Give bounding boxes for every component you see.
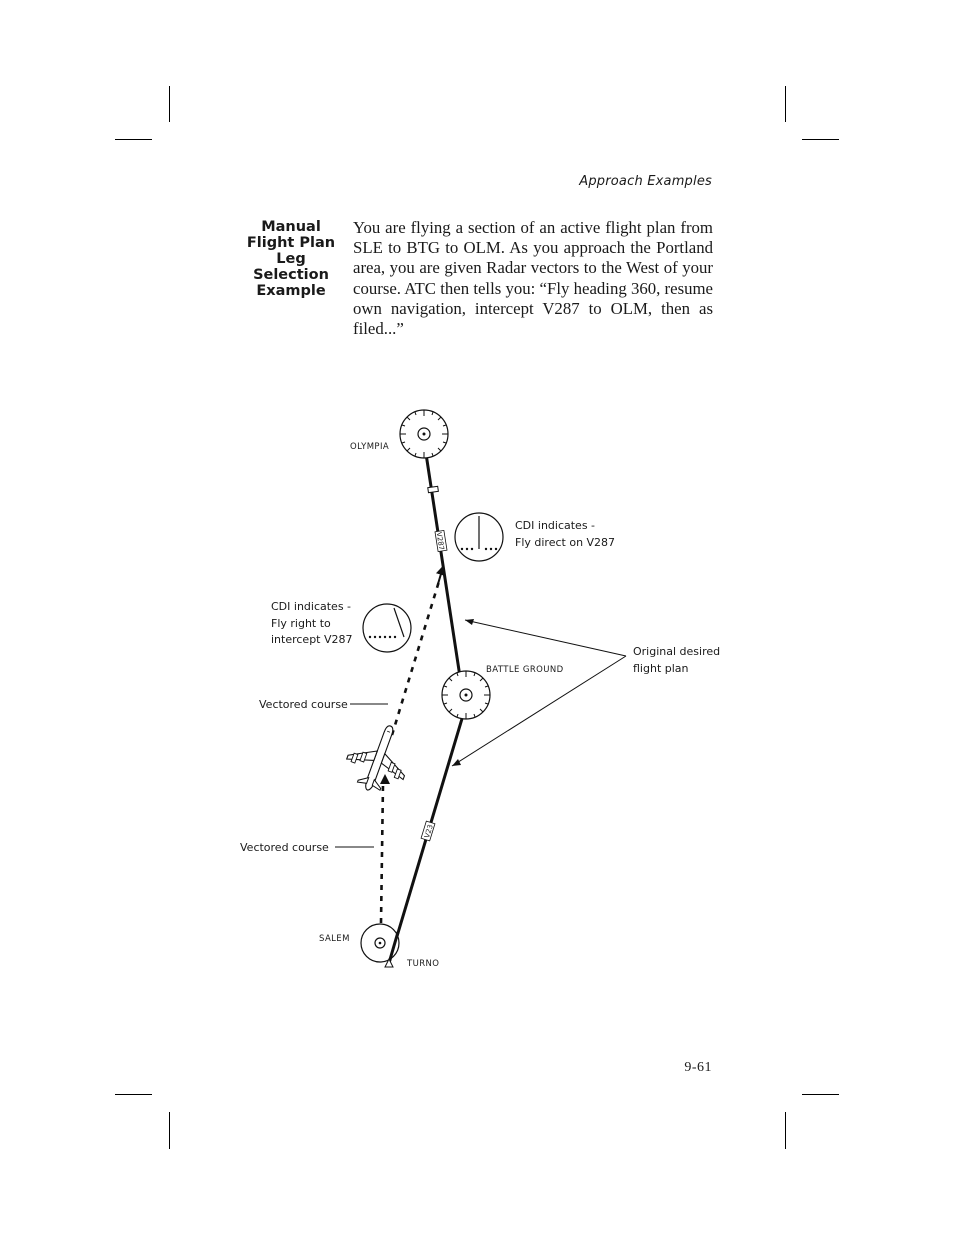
page-number: 9-61 bbox=[684, 1060, 712, 1075]
vectored-course-label: Vectored course bbox=[259, 698, 348, 711]
waypoint-label-olympia: OLYMPIA bbox=[350, 442, 389, 452]
cdi-centered-icon bbox=[454, 512, 504, 562]
section-heading-line: Example bbox=[256, 283, 326, 299]
cdi-direct-caption: CDI indicates - bbox=[515, 519, 595, 532]
section-heading-line: Manual bbox=[261, 219, 321, 235]
waypoint-label-battle-ground: BATTLE GROUND bbox=[486, 665, 564, 675]
cdi-right-caption: CDI indicates - bbox=[271, 600, 351, 613]
cdi-direct-caption: Fly direct on V287 bbox=[515, 536, 615, 549]
cdi-right-caption: intercept V287 bbox=[271, 633, 353, 646]
airway-label-v287: V287 bbox=[434, 529, 448, 553]
crop-mark bbox=[169, 1112, 170, 1149]
vectored-course-path bbox=[379, 565, 446, 924]
callout-arrowhead bbox=[452, 759, 461, 766]
callout-arrowhead bbox=[465, 619, 474, 625]
cdi-deflected-icon bbox=[362, 603, 412, 653]
original-plan-caption: Original desired bbox=[633, 645, 720, 658]
crop-mark bbox=[785, 86, 786, 122]
section-heading: Manual Flight Plan Leg Selection Example bbox=[236, 219, 346, 299]
callout-lines bbox=[335, 619, 627, 848]
vectored-course-label: Vectored course bbox=[240, 841, 329, 854]
crop-mark bbox=[802, 1094, 839, 1095]
waypoint-label-turno: TURNO bbox=[406, 959, 439, 969]
turno-intersection-icon bbox=[384, 957, 394, 968]
airplane-icon bbox=[345, 725, 406, 792]
route-fix-marker bbox=[427, 485, 439, 494]
battle-ground-vor-icon bbox=[441, 670, 491, 720]
salem-vor-icon bbox=[360, 923, 400, 963]
section-heading-line: Flight Plan bbox=[246, 235, 336, 251]
airway-label-v23: V23 bbox=[420, 820, 436, 842]
crop-mark bbox=[115, 1094, 152, 1095]
crop-mark bbox=[785, 1112, 786, 1149]
section-heading-line: Leg Selection bbox=[253, 251, 329, 283]
original-plan-caption: flight plan bbox=[633, 662, 689, 675]
running-header: Approach Examples bbox=[579, 174, 712, 189]
svg-text:V23: V23 bbox=[423, 824, 435, 839]
waypoint-label-salem: SALEM bbox=[319, 934, 350, 944]
olympia-vor-icon bbox=[399, 409, 449, 459]
svg-text:V287: V287 bbox=[435, 532, 446, 551]
crop-mark bbox=[802, 139, 839, 140]
crop-mark bbox=[115, 139, 152, 140]
cdi-right-caption: Fly right to bbox=[271, 617, 331, 630]
body-paragraph: You are flying a section of an active fl… bbox=[353, 218, 713, 339]
crop-mark bbox=[169, 86, 170, 122]
